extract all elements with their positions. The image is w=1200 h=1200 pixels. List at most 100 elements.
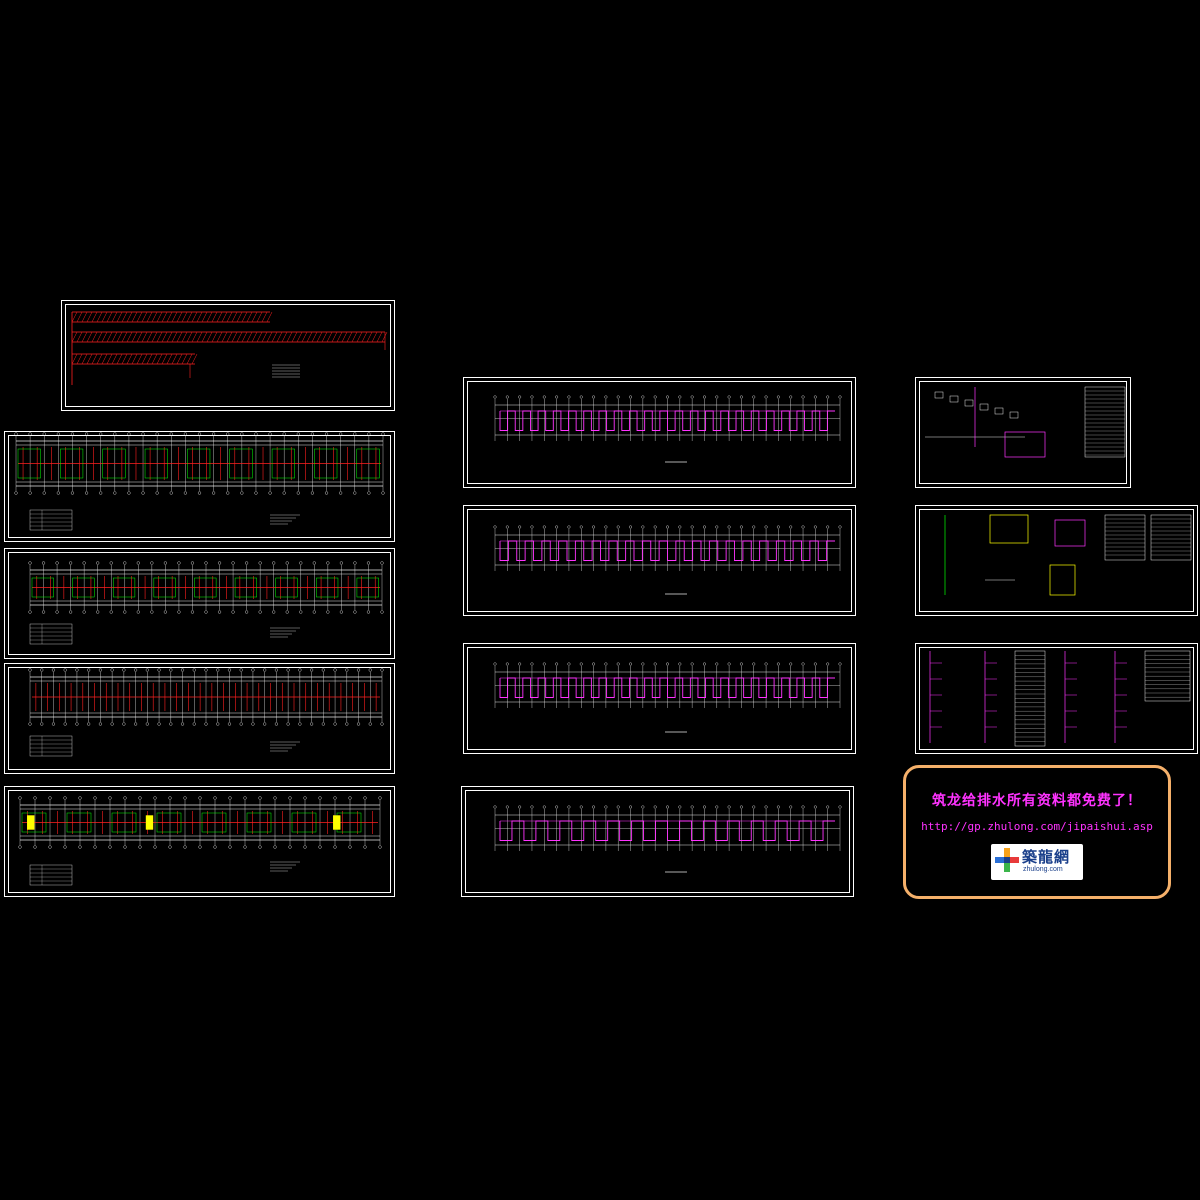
- axis-bubble: [739, 662, 743, 666]
- axis-bubble: [310, 432, 315, 436]
- system-hatch: [91, 353, 98, 365]
- sheet-detail-toilet: [915, 505, 1198, 616]
- logo-domain: zhulong.com: [1023, 866, 1063, 873]
- axis-bubble: [227, 722, 232, 726]
- axis-bubble: [505, 525, 509, 529]
- axis-bubble: [776, 525, 780, 529]
- system-hatch: [216, 311, 223, 323]
- axis-bubble: [592, 805, 596, 809]
- system-hatch: [206, 311, 213, 323]
- axis-bubble: [169, 491, 173, 495]
- axis-bubble: [312, 561, 316, 565]
- system-hatch: [221, 311, 228, 323]
- axis-bubble: [813, 525, 817, 529]
- axis-bubble: [356, 722, 361, 726]
- system-hatch: [131, 331, 138, 343]
- system-hatch: [91, 331, 98, 343]
- axis-bubble: [268, 432, 272, 436]
- room-outline: [194, 577, 217, 598]
- axis-bubble: [263, 668, 267, 672]
- axis-bubble: [240, 432, 244, 436]
- axis-bubble: [96, 561, 100, 565]
- system-hatch: [71, 311, 78, 323]
- zhulong-logo[interactable]: 築龍網 zhulong.com: [991, 844, 1083, 880]
- axis-bubble: [28, 668, 32, 672]
- system-hatch: [106, 311, 113, 323]
- axis-bubble: [41, 561, 46, 565]
- axis-bubble: [136, 610, 140, 614]
- system-hatch: [211, 331, 218, 343]
- axis-bubble: [353, 610, 357, 614]
- axis-bubble: [228, 796, 232, 800]
- axis-bubble: [555, 525, 559, 529]
- axis-bubble: [380, 668, 384, 672]
- axis-bubble: [616, 805, 620, 809]
- axis-bubble: [122, 668, 126, 672]
- axis-bubble: [542, 525, 546, 529]
- axis-bubble: [348, 845, 352, 849]
- system-hatch: [271, 331, 278, 343]
- system-hatch: [241, 331, 248, 343]
- axis-bubble: [63, 668, 67, 672]
- water-supply-pipe: [499, 540, 835, 561]
- axis-bubble: [690, 395, 694, 399]
- system-hatch: [191, 353, 198, 365]
- promo-box[interactable]: 筑龙给排水所有资料都免费了！ http://gp.zhulong.com/jip…: [903, 765, 1171, 899]
- axis-bubble: [33, 796, 37, 800]
- system-hatch: [186, 353, 193, 365]
- water-supply-pipe: [499, 820, 835, 841]
- axis-bubble: [141, 432, 145, 436]
- system-hatch: [111, 353, 118, 365]
- system-hatch: [281, 331, 288, 343]
- axis-bubble: [254, 432, 258, 436]
- axis-bubble: [134, 668, 138, 672]
- promo-url-link[interactable]: http://gp.zhulong.com/jipaishui.asp: [921, 820, 1153, 833]
- detail-equipment: [979, 403, 989, 411]
- axis-bubble: [163, 610, 167, 614]
- axis-bubble: [567, 395, 571, 399]
- system-hatch: [131, 353, 138, 365]
- system-hatch: [196, 331, 203, 343]
- axis-bubble: [641, 525, 645, 529]
- axis-bubble: [14, 491, 18, 495]
- axis-bubble: [136, 561, 140, 565]
- system-hatch: [141, 353, 148, 365]
- detail-equipment: [934, 391, 944, 399]
- system-hatch: [116, 331, 123, 343]
- axis-bubble: [204, 561, 208, 565]
- system-hatch: [166, 331, 173, 343]
- system-hatch: [106, 353, 113, 365]
- axis-bubble: [183, 796, 187, 800]
- axis-bubble: [33, 845, 37, 849]
- axis-bubble: [333, 668, 337, 672]
- system-hatch: [306, 331, 313, 343]
- axis-bubble: [493, 662, 497, 666]
- system-hatch: [376, 331, 383, 343]
- system-hatch: [266, 331, 273, 343]
- axis-bubble: [739, 395, 743, 399]
- axis-bubble: [813, 395, 817, 399]
- axis-bubble: [579, 395, 583, 399]
- axis-bubble: [764, 805, 768, 809]
- axis-bubble: [212, 491, 216, 495]
- room-outline: [60, 448, 84, 479]
- axis-bubble: [567, 525, 571, 529]
- room-outline: [356, 577, 379, 598]
- system-hatch: [111, 311, 118, 323]
- system-hatch: [331, 331, 338, 343]
- axis-bubble: [616, 525, 620, 529]
- axis-bubble: [518, 805, 522, 809]
- axis-bubble: [838, 395, 842, 399]
- system-hatch: [226, 331, 233, 343]
- axis-bubble: [333, 722, 337, 726]
- detail-room: [1049, 564, 1076, 596]
- system-hatch: [86, 331, 93, 343]
- axis-bubble: [169, 432, 173, 436]
- axis-bubble: [228, 845, 232, 849]
- room-outline: [229, 448, 253, 479]
- room-outline: [66, 812, 92, 833]
- detail-equipment: [1009, 411, 1019, 419]
- room-outline: [271, 448, 295, 479]
- axis-bubble: [826, 805, 830, 809]
- axis-bubble: [169, 722, 173, 726]
